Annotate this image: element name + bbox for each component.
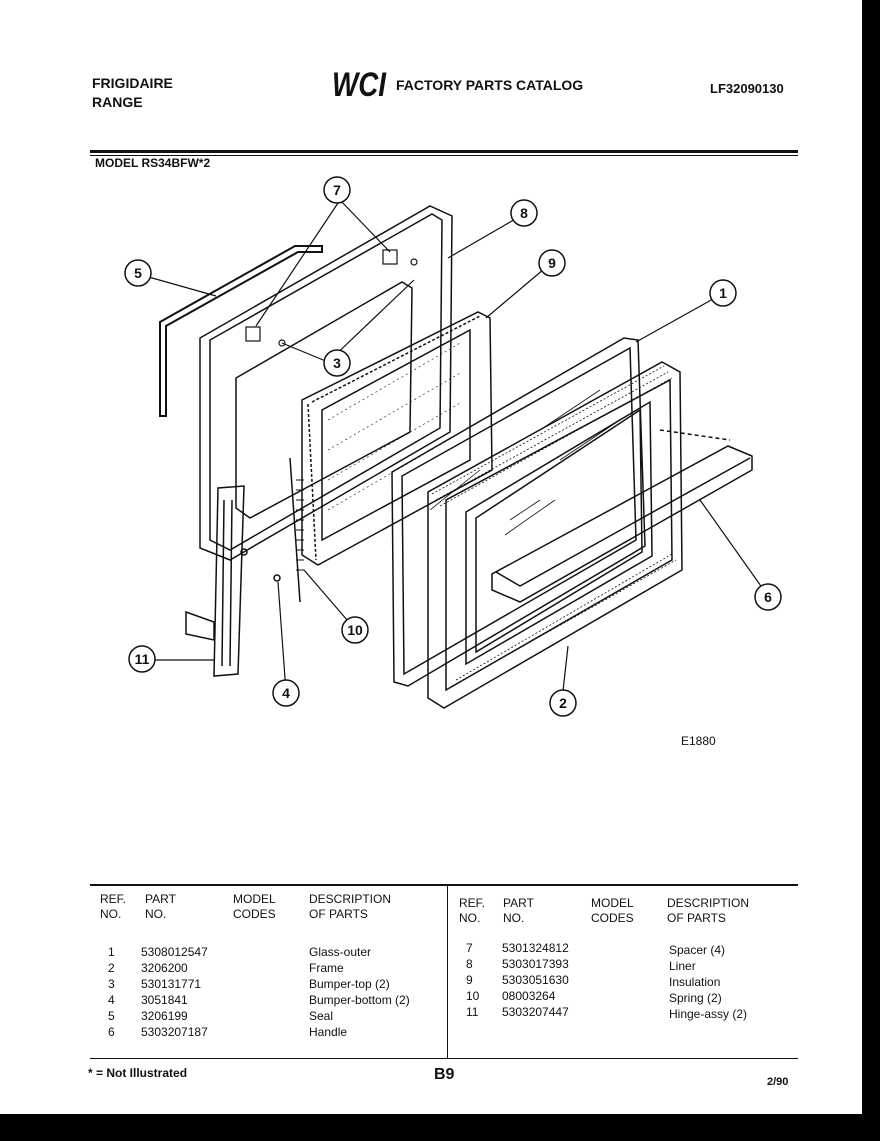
ref-column-left: 1 2 3 4 5 6 — [108, 944, 115, 1040]
part-cell: 5301324812 — [502, 941, 569, 955]
callout-label: 11 — [135, 651, 150, 667]
handle-part — [491, 429, 753, 603]
callout-label: 5 — [134, 265, 142, 281]
description-cell: Spring (2) — [669, 991, 722, 1005]
brand-name: FRIGIDAIRE — [92, 75, 173, 91]
not-illustrated-note: * = Not Illustrated — [88, 1066, 188, 1080]
ref-cell: 1 — [108, 945, 115, 959]
callout-label: 2 — [559, 695, 567, 711]
spacers — [245, 249, 418, 347]
logo-text: WCI — [332, 68, 387, 102]
callout-label: 4 — [282, 685, 290, 701]
callout-label: 6 — [764, 589, 772, 605]
ref-cell: 6 — [108, 1025, 115, 1039]
part-cell: 3051841 — [141, 993, 188, 1007]
table-top-rule — [90, 884, 798, 886]
header-ref: REF.NO. — [100, 892, 127, 921]
callout-label: 9 — [548, 255, 556, 271]
part-cell: 5303051630 — [502, 973, 569, 987]
ref-cell: 8 — [466, 957, 473, 971]
header-rule-thin — [90, 155, 798, 156]
header-ref: REF.NO. — [459, 896, 486, 925]
exploded-door-diagram: 7 8 9 1 5 3 10 11 4 2 6 — [124, 176, 782, 717]
description-cell: Seal — [309, 1009, 334, 1023]
description-column-right: Spacer (4) Liner Insulation Spring (2) H… — [669, 942, 747, 1022]
part-cell: 5303017393 — [502, 957, 569, 971]
description-cell: Bumper-top (2) — [309, 977, 390, 991]
ref-column-right: 7 8 9 10 11 — [466, 940, 479, 1020]
ref-cell: 5 — [108, 1009, 115, 1023]
table-bottom-rule — [90, 1058, 798, 1059]
ref-cell: 11 — [466, 1005, 479, 1019]
description-cell: Hinge-assy (2) — [669, 1007, 748, 1021]
header-rule-thick — [90, 150, 798, 153]
ref-cell: 10 — [466, 989, 480, 1003]
description-cell: Handle — [309, 1025, 348, 1039]
hinge-assembly — [185, 457, 304, 677]
callout-label: 10 — [347, 622, 363, 638]
part-cell: 530131771 — [141, 977, 202, 991]
ref-cell: 2 — [108, 961, 115, 975]
callout-label: 1 — [719, 285, 727, 301]
callout-labels: 7 8 9 1 5 3 10 11 4 2 6 — [134, 182, 772, 711]
ref-cell: 9 — [466, 973, 473, 987]
description-column-left: Glass-outer Frame Bumper-top (2) Bumper-… — [309, 944, 410, 1040]
part-column-left: 5308012547 3206200 530131771 3051841 320… — [141, 944, 208, 1040]
part-cell: 5308012547 — [141, 945, 208, 959]
seal-part — [159, 245, 323, 417]
revision-date: 2/90 — [767, 1076, 789, 1088]
description-cell: Glass-outer — [309, 945, 372, 959]
ref-cell: 4 — [108, 993, 115, 1007]
description-cell: Insulation — [669, 975, 721, 989]
part-cell: 08003264 — [502, 989, 556, 1003]
page-number: B9 — [434, 1066, 455, 1083]
description-cell: Spacer (4) — [669, 943, 726, 957]
part-cell: 3206199 — [141, 1009, 188, 1023]
insulation-part — [301, 311, 493, 566]
callout-label: 3 — [333, 355, 341, 371]
callout-label: 7 — [333, 182, 341, 198]
description-cell: Frame — [309, 961, 344, 975]
brand-block: FRIGIDAIRE RANGE — [92, 74, 173, 112]
table-divider — [447, 886, 448, 1058]
ref-cell: 3 — [108, 977, 115, 991]
figure-id: E1880 — [681, 734, 716, 748]
part-cell: 5303207447 — [502, 1005, 569, 1019]
description-cell: Bumper-bottom (2) — [309, 993, 410, 1007]
catalog-page: FRIGIDAIRE RANGE WCI FACTORY PARTS CATAL… — [0, 0, 862, 1114]
ref-cell: 7 — [466, 941, 473, 955]
document-number: LF32090130 — [710, 81, 784, 96]
part-column-right: 5301324812 5303017393 5303051630 0800326… — [502, 940, 569, 1020]
description-cell: Liner — [669, 959, 696, 973]
wci-logo: WCI — [332, 68, 387, 102]
callout-label: 8 — [520, 205, 528, 221]
model-number: MODEL RS34BFW*2 — [95, 156, 211, 170]
callout-circles — [124, 176, 782, 717]
leader-lines — [137, 199, 769, 701]
appliance-type: RANGE — [92, 94, 143, 110]
part-cell: 5303207187 — [141, 1025, 208, 1039]
part-cell: 3206200 — [141, 961, 188, 975]
frame-part — [427, 361, 683, 709]
catalog-title: FACTORY PARTS CATALOG — [396, 77, 584, 93]
